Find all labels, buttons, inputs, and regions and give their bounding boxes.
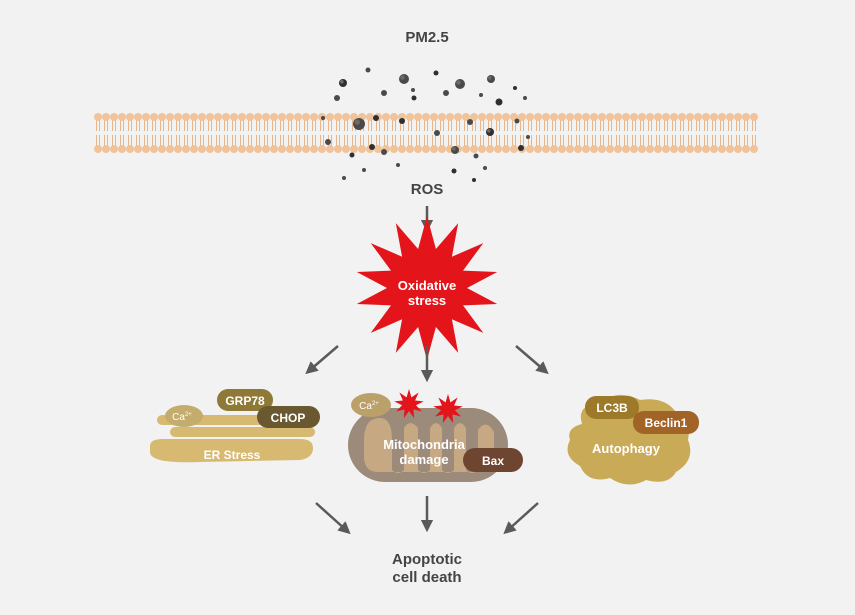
bax-badge: Bax [463, 448, 523, 472]
oxidative-label-line2: stress [408, 293, 446, 308]
mito-ros-burst-2 [433, 394, 463, 424]
svg-text:Ca2+: Ca2+ [172, 412, 192, 423]
autophagy-label: Autophagy [592, 441, 661, 456]
arrow-stress-to-autophagy [515, 345, 549, 375]
mito-ca-base: Ca [359, 401, 372, 412]
chop-label: CHOP [271, 411, 306, 425]
ros-label: ROS [411, 181, 444, 198]
mito-label-line2: damage [399, 452, 448, 467]
apoptosis-label-line1: Apoptotic [392, 551, 462, 568]
grp78-label: GRP78 [225, 394, 265, 408]
grp78-badge: GRP78 [217, 389, 273, 411]
er-stress-label: ER Stress [204, 448, 261, 462]
mito-ros-burst-1 [394, 389, 424, 419]
pm-particles-embedded [321, 115, 530, 182]
mito-ca-charge: 2+ [372, 401, 379, 407]
er-ca-base: Ca [172, 412, 185, 423]
lc3b-label: LC3B [596, 401, 628, 415]
arrow-autophagy-to-apoptosis [503, 502, 539, 535]
bax-label: Bax [482, 454, 504, 468]
beclin1-badge: Beclin1 [633, 411, 699, 434]
lc3b-badge: LC3B [585, 396, 639, 419]
mito-label-line1: Mitochondria [383, 437, 465, 452]
cell-membrane [94, 113, 758, 153]
mito-ca-ion: Ca2+ [351, 393, 391, 417]
beclin1-label: Beclin1 [645, 416, 688, 430]
er-ca-charge: 2+ [185, 412, 192, 418]
pm25-label: PM2.5 [405, 29, 448, 46]
chop-badge: CHOP [257, 406, 320, 428]
oxidative-stress-starburst [356, 216, 498, 360]
er-ca-ion: Ca2+ [165, 405, 203, 427]
arrow-stress-to-er [305, 345, 339, 375]
arrow-er-to-apoptosis [315, 502, 351, 535]
svg-text:Ca2+: Ca2+ [359, 401, 379, 412]
pm-particles [334, 67, 527, 106]
oxidative-label-line1: Oxidative [398, 278, 457, 293]
apoptosis-label-line2: cell death [392, 569, 461, 586]
